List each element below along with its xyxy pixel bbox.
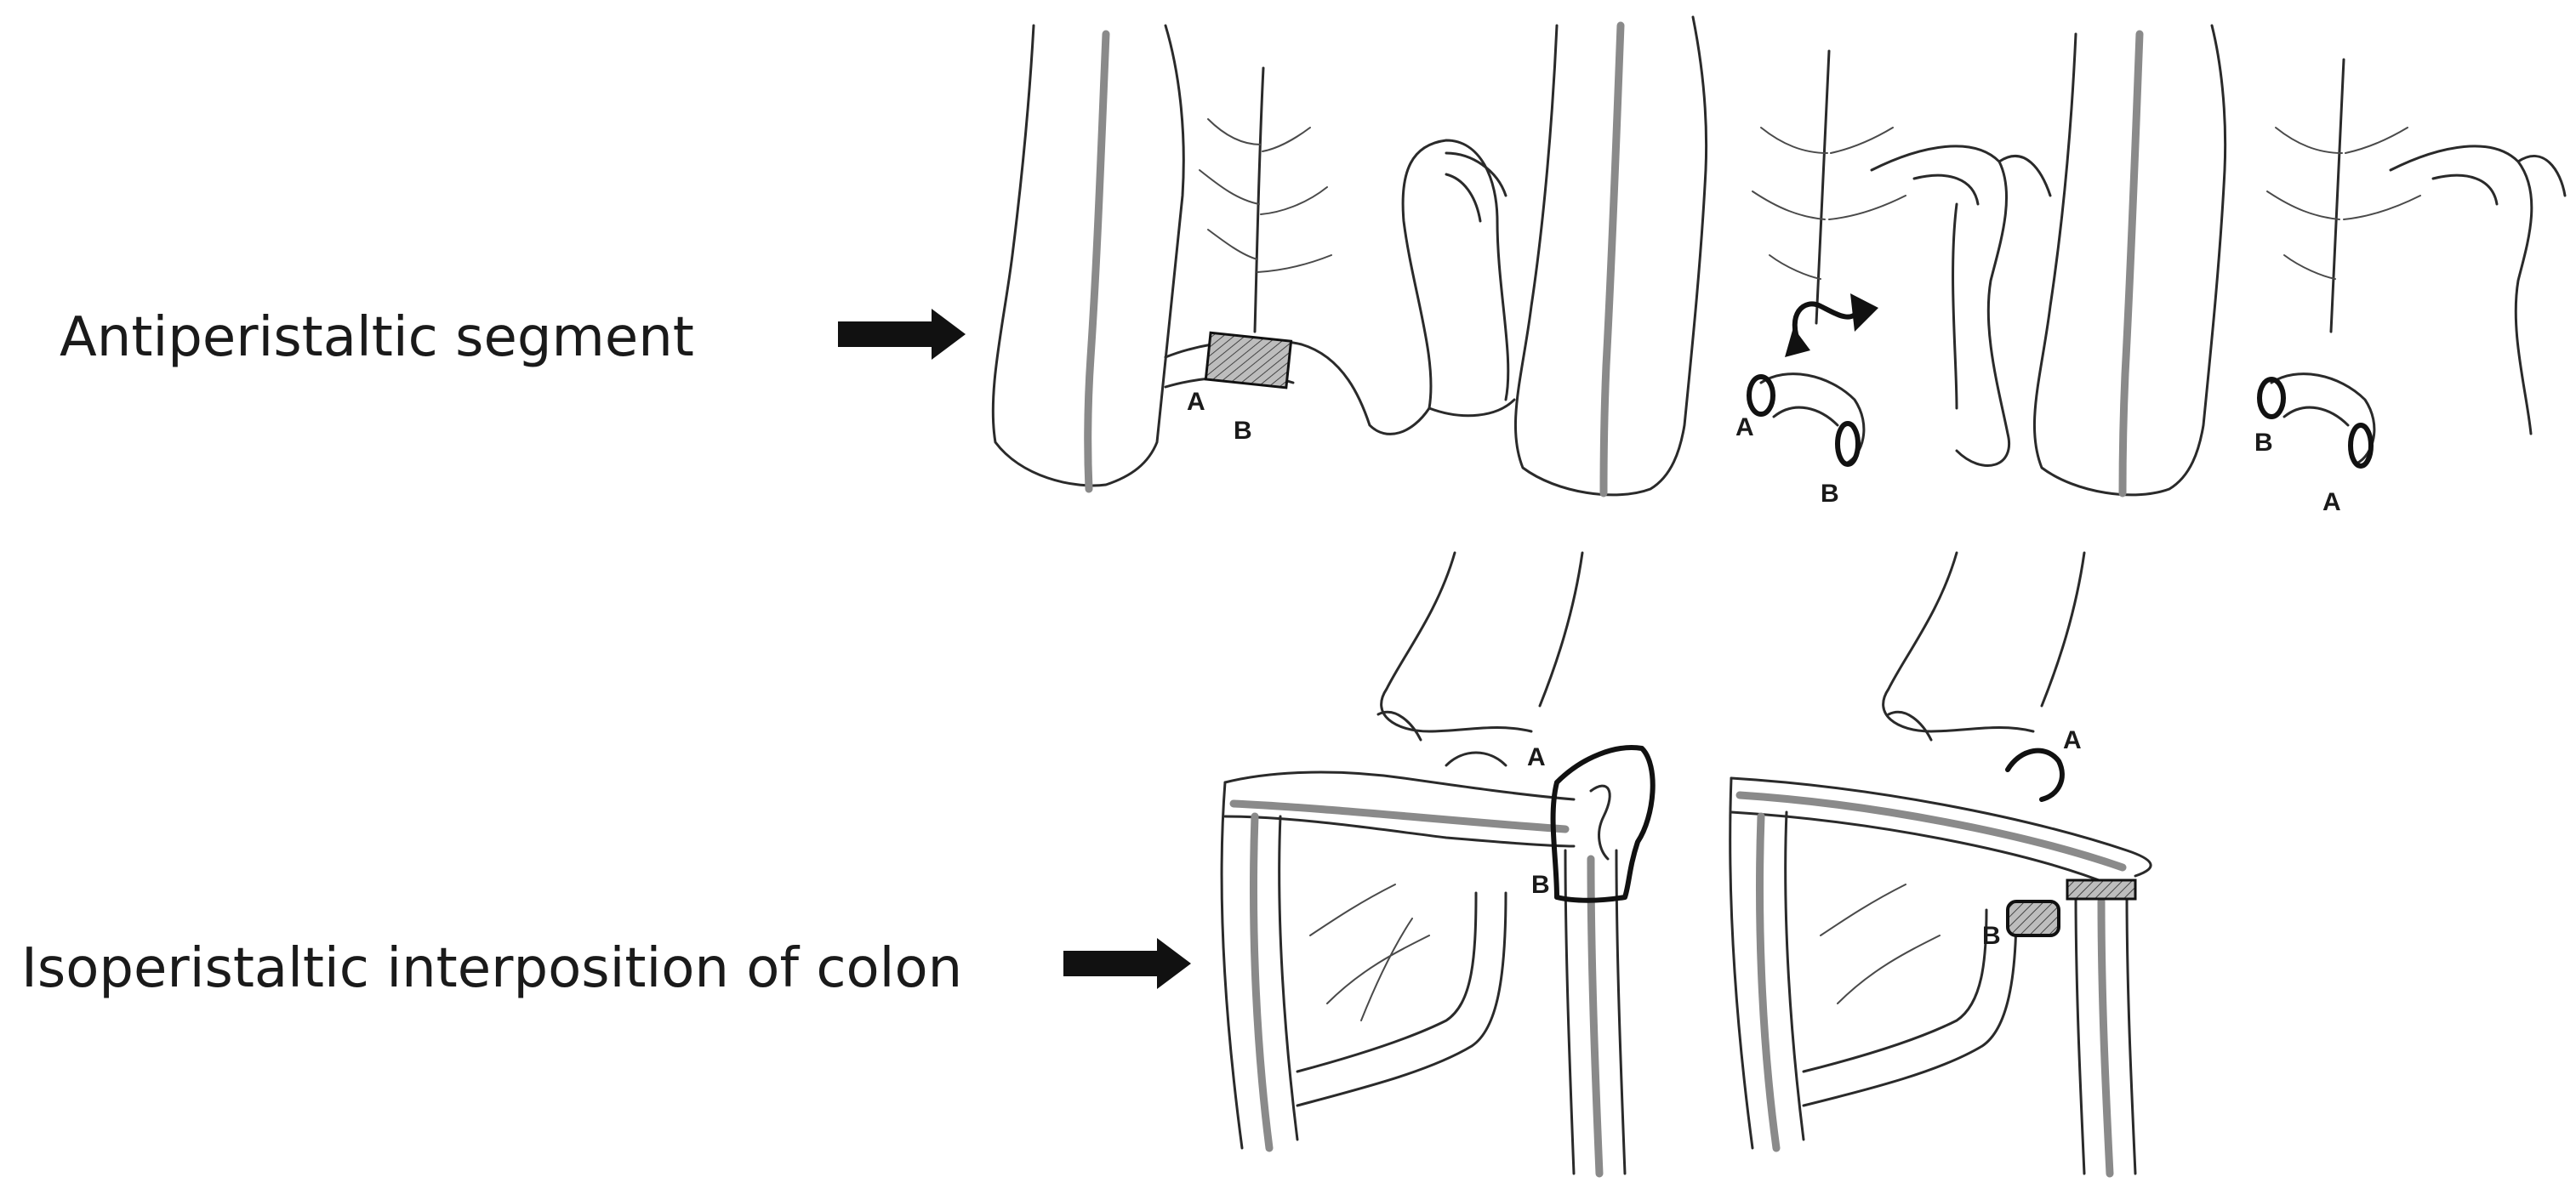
panel-3-reversed: B A bbox=[2032, 24, 2567, 516]
isoperistaltic-label: Isoperistaltic interposition of colon bbox=[21, 937, 962, 1000]
marker-b-panel2: B bbox=[1821, 480, 1839, 508]
marker-b-panel3: B bbox=[2254, 429, 2273, 457]
panel-4-colon-interposition: A B bbox=[1220, 551, 1656, 1178]
isolated-segment bbox=[1204, 331, 1293, 389]
antiperistaltic-arrow bbox=[838, 309, 966, 360]
panel-1-original-bowel: A B bbox=[991, 24, 1516, 493]
panel-5-completed-interposition: A B bbox=[1729, 551, 2152, 1178]
panel-2-rotation: A B bbox=[1513, 15, 2052, 508]
marker-a-panel4: A bbox=[1527, 743, 1546, 771]
marker-b-panel4: B bbox=[1531, 871, 1550, 899]
marker-a-panel3: A bbox=[2322, 488, 2341, 516]
isoperistaltic-arrow bbox=[1063, 938, 1191, 989]
marker-a-panel5: A bbox=[2063, 726, 2082, 754]
marker-b-panel5: B bbox=[1982, 922, 2001, 950]
antiperistaltic-label: Antiperistaltic segment bbox=[60, 306, 694, 369]
marker-a-panel2: A bbox=[1735, 413, 1754, 441]
marker-a-panel1: A bbox=[1187, 388, 1205, 416]
marker-b-panel1: B bbox=[1234, 417, 1252, 445]
